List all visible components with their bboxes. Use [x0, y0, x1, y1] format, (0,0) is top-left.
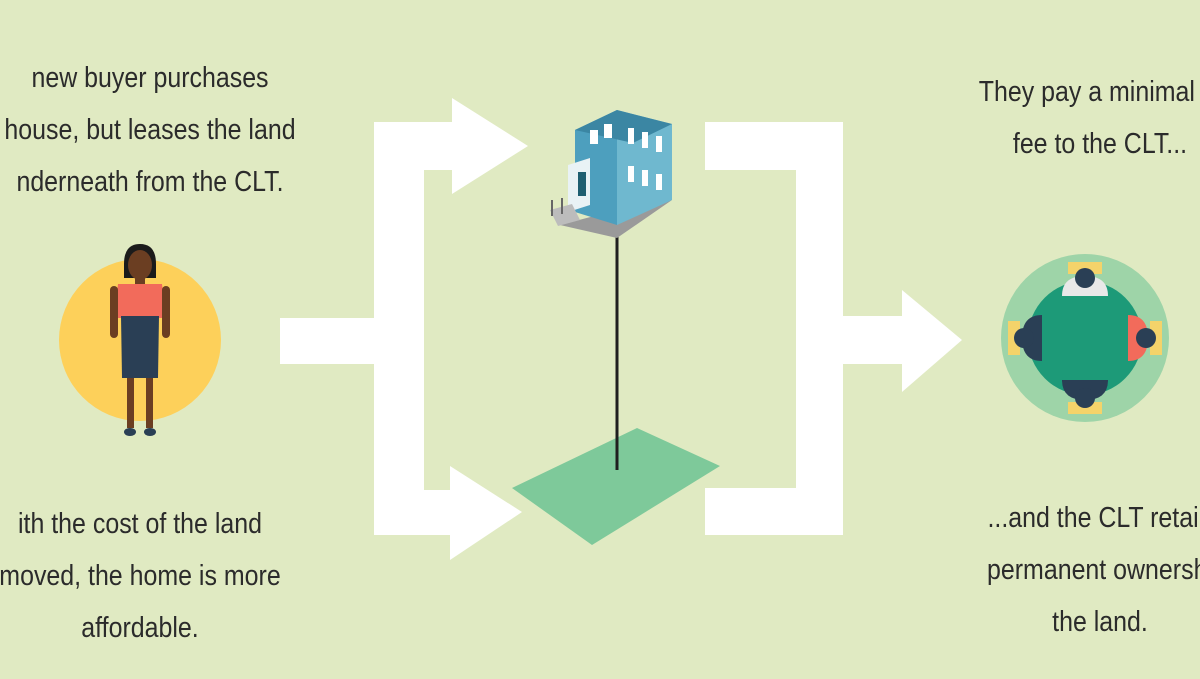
caption-lease-fee: They pay a minimal le fee to the CLT...: [911, 66, 1200, 170]
caption-line: ...and the CLT retain: [987, 502, 1200, 534]
arrow-to-land: [374, 466, 522, 560]
connector-bracket-vertical: [374, 122, 424, 535]
caption-line: house, but leases the land: [4, 114, 296, 146]
caption-line: new buyer purchases: [31, 62, 269, 94]
caption-line: moved, the home is more: [0, 560, 281, 592]
caption-buyer-leases-land: new buyer purchases house, but leases th…: [0, 52, 348, 208]
arrow-to-house: [374, 98, 528, 194]
connector-stem: [280, 318, 380, 364]
join-bracket: [705, 122, 843, 535]
caption-clt-retains-ownership: ...and the CLT retain permanent ownershi…: [911, 492, 1200, 648]
caption-line: fee to the CLT...: [1012, 128, 1188, 160]
arrow-to-clt: [840, 290, 962, 392]
caption-line: nderneath from the CLT.: [16, 166, 284, 198]
clt-meeting-icon: [1001, 254, 1169, 422]
split-connector: [280, 122, 424, 535]
land-parcel-icon: [512, 428, 720, 545]
caption-line: affordable.: [81, 612, 199, 644]
caption-line: permanent ownershi: [987, 554, 1200, 586]
caption-cost-removed: ith the cost of the land moved, the home…: [0, 498, 321, 654]
house-icon: [550, 110, 672, 238]
caption-line: the land.: [1052, 606, 1148, 638]
caption-line: ith the cost of the land: [17, 508, 263, 540]
buyer-person-icon: [59, 244, 221, 436]
caption-line: They pay a minimal le: [978, 76, 1200, 108]
